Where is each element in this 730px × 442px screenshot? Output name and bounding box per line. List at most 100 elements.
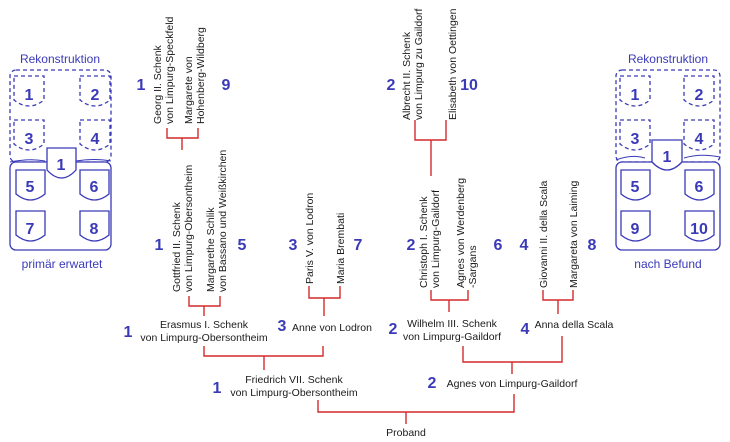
gen3-number-7: 7 bbox=[354, 237, 363, 254]
gen4-person-georg-line2: von Limpurg-Speckfeld bbox=[164, 16, 176, 124]
gen3-person-paris: Paris V. von Lodron bbox=[304, 193, 316, 284]
right-upper-box bbox=[615, 69, 721, 163]
left-center-slot-label: 1 bbox=[57, 157, 66, 174]
gen3-number-3: 3 bbox=[289, 237, 298, 254]
proband-label: Proband bbox=[386, 427, 426, 439]
gen2-person-wilhelm-line1: Wilhelm III. Schenk bbox=[407, 318, 498, 330]
left-slot-8-label: 8 bbox=[90, 221, 99, 238]
gen3-number-1: 1 bbox=[155, 237, 164, 254]
right-slot-4-label: 4 bbox=[695, 131, 704, 148]
gen2-number-2: 2 bbox=[389, 321, 398, 338]
left-slot-8 bbox=[79, 210, 110, 242]
connector-gen3-d bbox=[542, 290, 574, 314]
right-slot-5-label: 5 bbox=[631, 179, 640, 196]
right-slot-1 bbox=[619, 75, 651, 107]
gen1-person-agnes: Agnes von Limpurg-Gaildorf bbox=[447, 378, 578, 390]
left-slot-1-label: 1 bbox=[25, 87, 34, 104]
left-panel-title: Rekonstruktion bbox=[20, 52, 100, 66]
left-slot-5-label: 5 bbox=[26, 179, 35, 196]
connector-gen4-right bbox=[414, 120, 447, 176]
gen2-person-wilhelm-line2: von Limpurg-Gaildorf bbox=[403, 331, 501, 343]
gen3-person-maria-line1: Maria Brembati bbox=[335, 213, 347, 284]
right-boundary-line bbox=[615, 154, 721, 161]
connector-gen2-left bbox=[203, 346, 324, 370]
gen4-person-margarete-line2: Hohenberg-Wildberg bbox=[195, 27, 207, 124]
gen3-person-gottfried: Gottfried II. Schenk von Limpurg-Oberson… bbox=[171, 165, 195, 292]
right-slot-6-label: 6 bbox=[695, 179, 704, 196]
gen3-number-8: 8 bbox=[588, 237, 597, 254]
gen3-person-agnes-werdenberg-line1: Agnes von Werdenberg bbox=[455, 178, 467, 288]
right-center-slot bbox=[651, 139, 683, 171]
gen4-person-elisabeth-line1: Elisabeth von Oettingen bbox=[447, 8, 459, 120]
gen3-number-5: 5 bbox=[238, 237, 247, 254]
right-slot-3 bbox=[619, 119, 651, 151]
gen3-person-margarethe-line2: von Bassano und Weißkirchen bbox=[217, 150, 229, 292]
connector-gen4-left bbox=[166, 128, 199, 150]
left-center-slot bbox=[46, 147, 77, 179]
gen3-number-4: 4 bbox=[520, 237, 529, 254]
gen3-person-agnes-werdenberg-line2: -Sargans bbox=[467, 245, 479, 288]
right-slot-3-label: 3 bbox=[631, 131, 640, 148]
gen2-person-anna: Anna della Scala bbox=[535, 319, 614, 331]
left-slot-6-label: 6 bbox=[90, 179, 99, 196]
gen2-person-erasmus-line1: Erasmus I. Schenk bbox=[160, 319, 249, 331]
gen4-row: 1 Georg II. Schenk von Limpurg-Speckfeld… bbox=[137, 8, 478, 124]
gen1-person-friedrich-line2: von Limpurg-Obersontheim bbox=[230, 387, 357, 399]
connector-gen1 bbox=[317, 394, 515, 424]
gen3-person-christoph-line2: von Limpurg-Gaildorf bbox=[430, 190, 442, 288]
right-slot-6 bbox=[684, 169, 715, 201]
gen1-number-1: 1 bbox=[213, 380, 222, 397]
gen1-row: 1 Friedrich VII. Schenk von Limpurg-Ober… bbox=[213, 374, 578, 399]
gen4-number-1: 1 bbox=[137, 77, 146, 94]
right-panel-caption: nach Befund bbox=[634, 257, 701, 271]
gen2-person-erasmus-line2: von Limpurg-Obersontheim bbox=[140, 332, 267, 344]
connector-gen2-right bbox=[462, 336, 563, 374]
gen3-person-margarethe-line1: Margarethe Schlik bbox=[205, 207, 217, 292]
right-panel-title: Rekonstruktion bbox=[628, 52, 708, 66]
connector-gen3-b bbox=[308, 286, 341, 316]
gen3-person-giovanni-line1: Giovanni II. della Scala bbox=[538, 180, 550, 288]
gen3-number-2: 2 bbox=[407, 237, 416, 254]
left-slot-3 bbox=[13, 119, 45, 151]
left-slot-4 bbox=[79, 119, 111, 151]
right-slot-9-label: 9 bbox=[631, 221, 640, 238]
left-panel: Rekonstruktion 1 2 3 4 1 5 6 7 8 primär … bbox=[9, 52, 112, 271]
gen3-person-margarethe: Margarethe Schlik von Bassano und Weißki… bbox=[205, 150, 229, 292]
left-slot-3-label: 3 bbox=[25, 131, 34, 148]
left-slot-4-label: 4 bbox=[91, 131, 100, 148]
left-slot-5 bbox=[15, 169, 46, 201]
right-slot-10 bbox=[684, 210, 715, 242]
left-slot-2 bbox=[79, 75, 111, 107]
gen4-person-albrecht: Albrecht II. Schenk von Limpurg zu Gaild… bbox=[401, 8, 425, 120]
gen3-row: 1 Gottfried II. Schenk von Limpurg-Obers… bbox=[155, 150, 597, 292]
gen3-person-gottfried-line2: von Limpurg-Obersontheim bbox=[183, 165, 195, 292]
gen2-person-anne: Anne von Lodron bbox=[292, 322, 372, 334]
gen3-person-christoph: Christoph I. Schenk von Limpurg-Gaildorf bbox=[418, 190, 442, 288]
gen1-number-2: 2 bbox=[428, 375, 437, 392]
gen3-person-giovanni: Giovanni II. della Scala bbox=[538, 180, 550, 288]
right-slot-4 bbox=[683, 119, 715, 151]
gen4-person-albrecht-line1: Albrecht II. Schenk bbox=[401, 31, 413, 120]
right-slot-2 bbox=[683, 75, 715, 107]
gen3-number-6: 6 bbox=[494, 237, 503, 254]
right-slot-1-label: 1 bbox=[631, 87, 640, 104]
gen2-number-4: 4 bbox=[521, 321, 530, 338]
right-center-slot-label: 1 bbox=[663, 149, 672, 166]
gen4-number-2: 2 bbox=[387, 77, 396, 94]
gen3-person-paris-line1: Paris V. von Lodron bbox=[304, 193, 316, 284]
gen2-number-3: 3 bbox=[278, 318, 287, 335]
gen3-person-christoph-line1: Christoph I. Schenk bbox=[418, 196, 430, 288]
gen2-number-1: 1 bbox=[124, 324, 133, 341]
right-slot-5 bbox=[620, 169, 651, 201]
gen3-person-maria: Maria Brembati bbox=[335, 213, 347, 284]
gen2-row: 1 Erasmus I. Schenk von Limpurg-Obersont… bbox=[124, 318, 614, 344]
gen4-person-elisabeth: Elisabeth von Oettingen bbox=[447, 8, 459, 120]
gen4-number-9: 9 bbox=[222, 77, 231, 94]
left-slot-6 bbox=[79, 169, 110, 201]
pedigree-connectors bbox=[166, 120, 574, 424]
right-panel: Rekonstruktion 1 2 3 4 1 5 6 9 10 nach B… bbox=[615, 52, 721, 271]
left-slot-7 bbox=[15, 210, 46, 242]
gen4-person-albrecht-line2: von Limpurg zu Gaildorf bbox=[413, 8, 425, 120]
gen4-person-georg-line1: Georg II. Schenk bbox=[152, 44, 164, 124]
